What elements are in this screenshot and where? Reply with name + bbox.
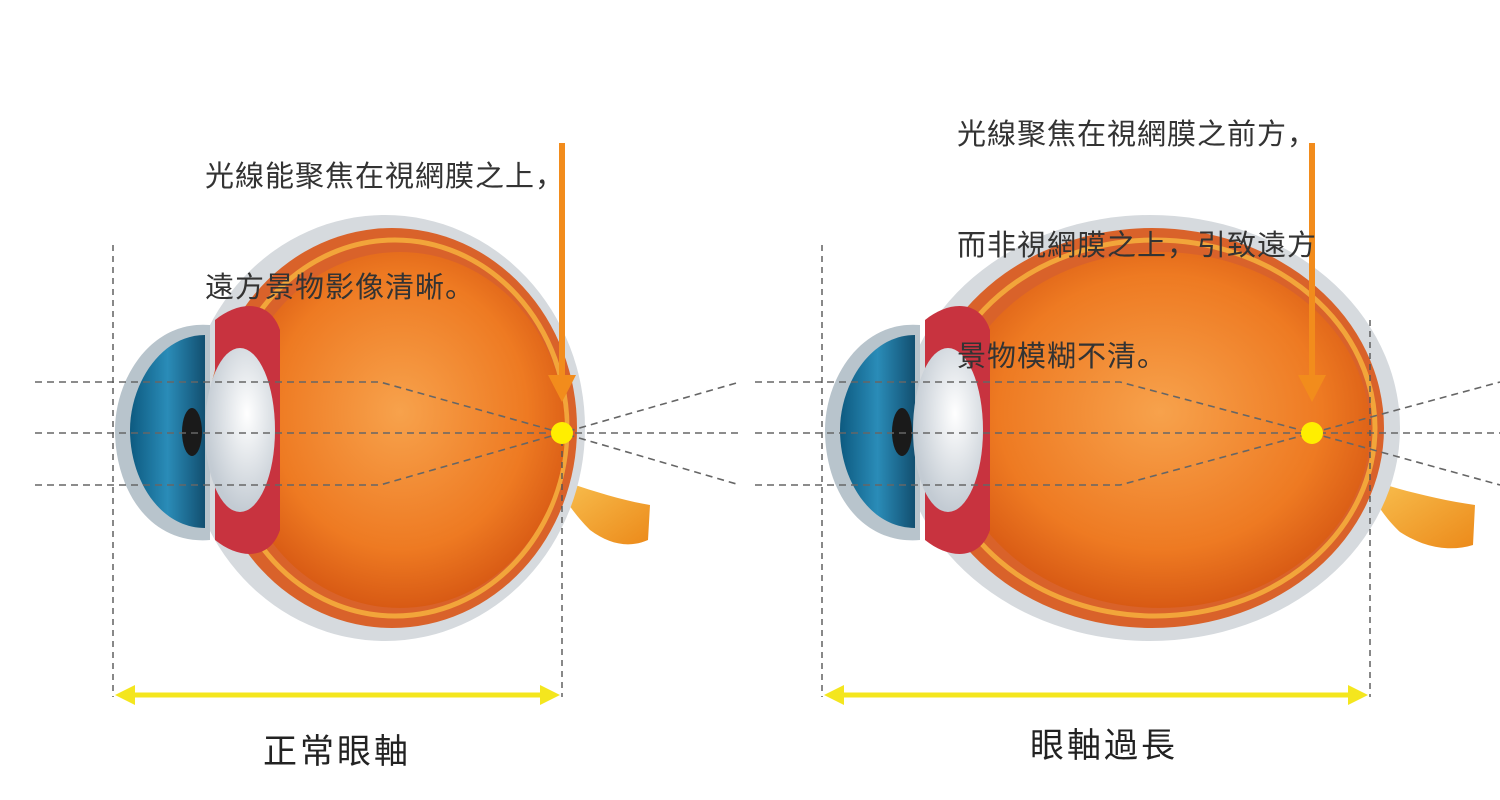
myopic-eye (825, 215, 1475, 641)
light-rays (35, 381, 1500, 486)
optic-nerve (560, 480, 650, 545)
normal-caption: 光線能聚焦在視網膜之上， 遠方景物影像清晰。 (205, 84, 565, 343)
focus-point (551, 422, 573, 444)
lens (205, 348, 275, 512)
focus-point (1301, 422, 1323, 444)
axis-guides (112, 245, 1371, 697)
pointer-arrow (548, 143, 576, 402)
pupil (892, 408, 912, 456)
caption-line: 遠方景物影像清晰。 (205, 270, 476, 304)
myopic-caption: 光線聚焦在視網膜之前方， 而非視網膜之上，引致遠方 景物模糊不清。 (957, 42, 1317, 412)
vitreous-body (950, 252, 1370, 608)
caption-line: 光線聚焦在視網膜之前方， (957, 117, 1318, 151)
vitreous-body (235, 252, 565, 608)
caption-line: 而非視網膜之上，引致遠方 (957, 228, 1318, 262)
normal-axis-label: 正常眼軸 (263, 732, 411, 772)
caption-line: 景物模糊不清。 (957, 339, 1168, 373)
caption-line: 光線能聚焦在視網膜之上， (205, 159, 566, 193)
lens (913, 348, 983, 512)
optic-nerve (1370, 480, 1475, 549)
normal-eye (115, 215, 650, 641)
pupil (182, 408, 202, 456)
long-axis-label: 眼軸過長 (1030, 726, 1178, 766)
pointer-arrow (1298, 143, 1326, 402)
